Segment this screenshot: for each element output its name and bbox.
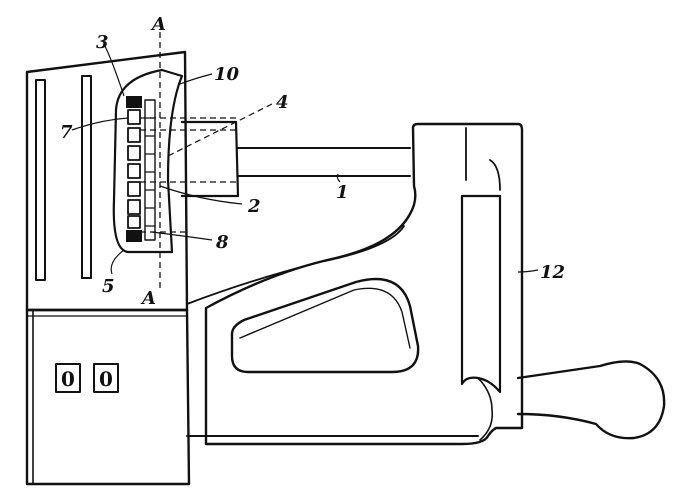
counter-housing <box>25 50 191 486</box>
counter-digit-left: 0 <box>61 367 75 391</box>
labels: A A 3 10 4 7 1 2 8 5 12 <box>60 14 565 309</box>
housing-slots <box>35 75 92 281</box>
numeral-2: 2 <box>247 196 261 217</box>
side-plate <box>460 194 502 441</box>
counter-digit-right: 0 <box>99 367 113 391</box>
frame <box>186 122 524 446</box>
numeral-10: 10 <box>214 64 240 85</box>
leader-lines <box>71 43 539 275</box>
numeral-4: 4 <box>276 92 289 113</box>
number-wheels <box>126 96 156 242</box>
numeral-1: 1 <box>336 182 349 203</box>
numeral-7: 7 <box>60 122 73 143</box>
counter-display: 0 0 <box>55 363 119 393</box>
frame-window <box>230 277 420 374</box>
numeral-5: 5 <box>102 276 115 297</box>
numeral-12: 12 <box>540 262 565 283</box>
counter-window <box>112 68 236 254</box>
numeral-3: 3 <box>96 32 109 53</box>
numeral-8: 8 <box>215 232 229 253</box>
shaft-hub <box>180 120 411 198</box>
lever-handle <box>516 360 666 440</box>
section-label-bottom: A <box>140 288 156 309</box>
section-label-top: A <box>150 14 166 35</box>
